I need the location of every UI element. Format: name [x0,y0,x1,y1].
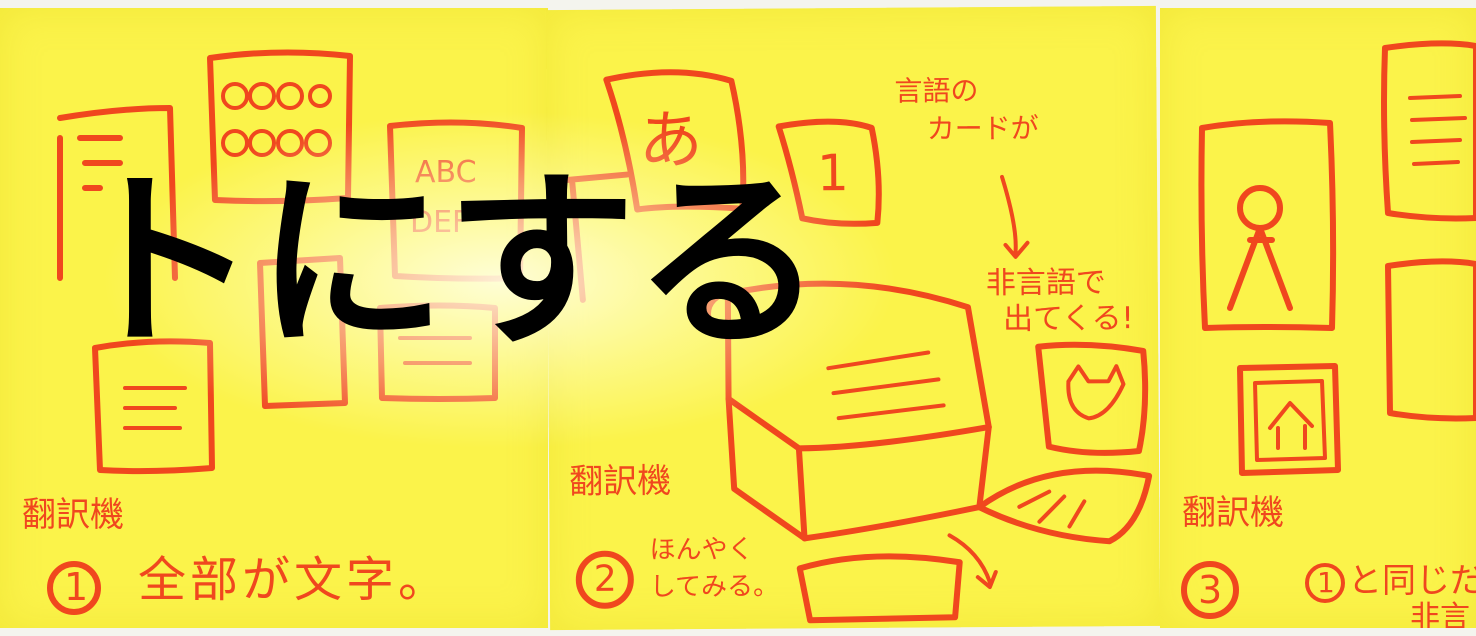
person-head [1237,185,1283,231]
note-1-caption: 翻訳機 [22,495,124,535]
sticky-note-3: 翻訳機 3 1 と同じだ 非言 [1160,8,1476,628]
number-circle [1181,561,1239,619]
note-2-annotation-top-2: カードが [926,111,1039,146]
note-2-number: 2 [593,558,617,600]
note-3-caption: 翻訳機 [1182,493,1284,533]
note-3-text-cut: 非言 [1410,600,1470,629]
note-2-annotation-top-1: 言語の [894,74,979,108]
circle-mark [308,84,332,108]
circle-mark [221,82,249,110]
circle-mark [248,82,276,110]
circle-mark [276,82,304,110]
note-2-text-1: ほんやく [649,534,754,566]
note-2-annotation-bottom-2: 出てくる! [1002,301,1134,337]
note-3-number: 3 [1198,568,1223,612]
note-3-inline-number: 1 [1317,566,1335,599]
note-3-sketch [1181,40,1476,619]
number-circle [47,561,101,615]
note-1-text: 全部が文字。 [138,552,451,608]
number-circle [575,550,634,609]
note-1-number: 1 [64,565,89,609]
note-2-caption: 翻訳機 [568,461,672,502]
note-3-text: と同じだ [1348,561,1476,601]
inline-number-circle [1305,563,1345,603]
note-2-text-2: してみる。 [649,571,780,603]
note-2-annotation-bottom-1: 非言語で [985,265,1106,302]
overlay-title: トにする [68,152,824,373]
